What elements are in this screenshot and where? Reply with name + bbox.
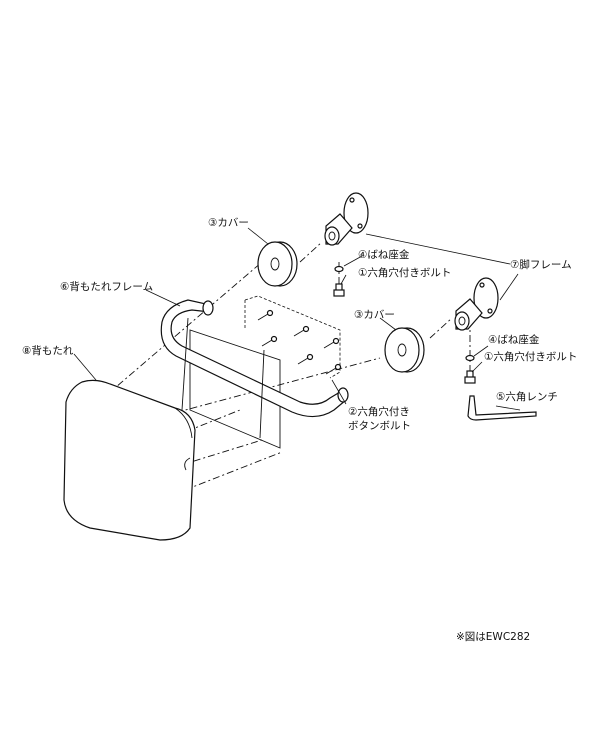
hex-bolt-lower bbox=[464, 370, 476, 384]
hex-bolt-upper bbox=[333, 283, 345, 297]
label-hex-bolt-upper: ①六角穴付きボルト bbox=[358, 266, 451, 279]
label-leg-frame: ⑦脚フレーム bbox=[510, 258, 572, 271]
leg-frame-lower bbox=[454, 277, 499, 331]
leader-lines bbox=[73, 227, 521, 411]
label-hex-wrench: ⑤六角レンチ bbox=[496, 391, 558, 403]
label-button-bolt-line1: ②六角穴付き bbox=[348, 405, 410, 418]
label-backrest: ⑧背もたれ bbox=[22, 344, 74, 357]
backrest bbox=[63, 379, 196, 541]
label-cover-left: ③カバー bbox=[208, 217, 249, 229]
label-button-bolt-line2: ボタンボルト bbox=[348, 420, 411, 432]
spring-washer-lower bbox=[465, 354, 475, 362]
backrest-frame bbox=[160, 299, 349, 449]
button-bolt bbox=[257, 309, 342, 375]
label-backrest-frame: ⑥背もたれフレーム bbox=[60, 280, 153, 293]
button-bolt-group bbox=[244, 295, 342, 379]
footnote: ※図はEWC282 bbox=[456, 631, 530, 643]
label-hex-bolt-lower: ①六角穴付きボルト bbox=[484, 350, 577, 363]
leg-frame-upper bbox=[324, 192, 369, 246]
hex-wrench bbox=[467, 395, 537, 421]
label-spring-washer-lower: ④ばね座金 bbox=[488, 333, 540, 346]
label-cover-right: ③カバー bbox=[354, 309, 395, 321]
cover-left bbox=[257, 241, 298, 287]
cover-right bbox=[384, 327, 425, 373]
spring-washer-upper bbox=[334, 265, 344, 273]
label-spring-washer-upper: ④ばね座金 bbox=[358, 248, 410, 261]
